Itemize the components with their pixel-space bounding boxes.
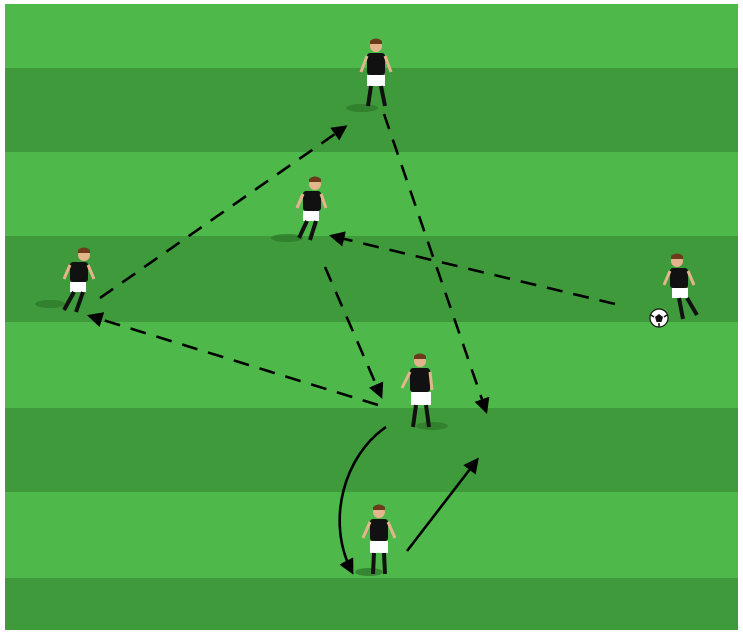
- stripe: [5, 408, 738, 492]
- player-top: [346, 38, 393, 112]
- stripe: [5, 236, 738, 322]
- arrow-pass-left-to-top: [99, 125, 348, 300]
- arrow-run-bottom-to-space: [405, 457, 479, 552]
- arrow-run-center-to-bottom: [338, 425, 387, 575]
- player-bottom: [355, 504, 397, 576]
- player-center: [400, 353, 448, 430]
- players: [35, 38, 699, 576]
- player-upper-middle: [271, 176, 328, 242]
- stripe: [5, 578, 738, 630]
- soccer-ball: [649, 308, 669, 328]
- stripe: [5, 152, 738, 236]
- arrow-pass-right-to-upper-middle: [328, 231, 616, 306]
- arrows: [87, 113, 616, 575]
- arrow-pass-center-to-left: [87, 312, 379, 407]
- stripe: [5, 322, 738, 408]
- player-right-with-ball: [662, 253, 699, 320]
- arrow-pass-upper-middle-to-center: [323, 266, 384, 399]
- player-left: [35, 247, 96, 313]
